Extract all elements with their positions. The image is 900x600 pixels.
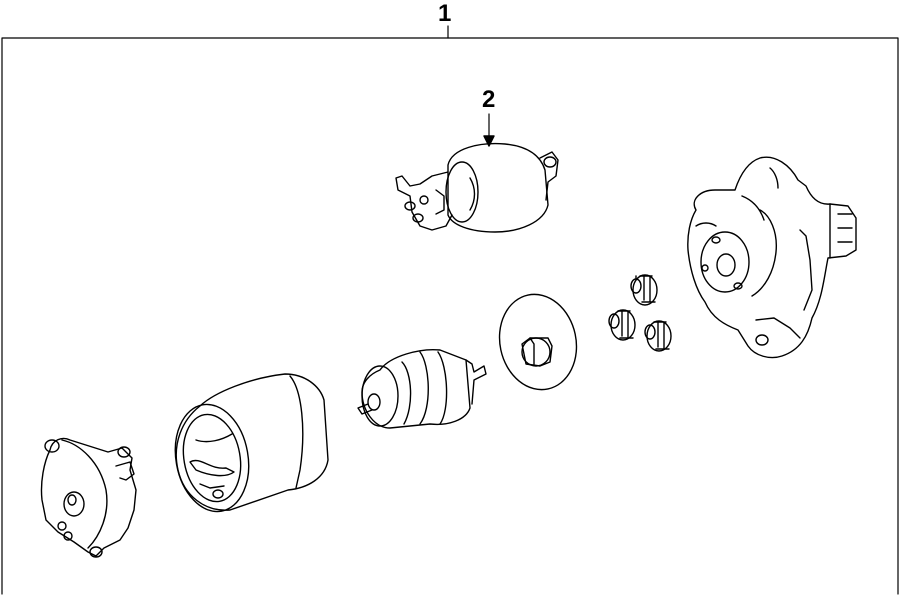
solenoid-switch[interactable] bbox=[395, 142, 559, 233]
planetary-gear-right[interactable] bbox=[644, 320, 672, 352]
callout-1-label[interactable]: 1 bbox=[438, 0, 452, 27]
planetary-gear-top[interactable] bbox=[630, 274, 658, 306]
armature[interactable] bbox=[357, 348, 487, 429]
end-frame[interactable] bbox=[40, 437, 137, 558]
assembly-bracket bbox=[1, 25, 899, 595]
drive-housing[interactable] bbox=[687, 156, 857, 359]
planetary-gear-left[interactable] bbox=[608, 309, 636, 341]
callout-2-label[interactable]: 2 bbox=[482, 86, 496, 113]
yoke-housing[interactable] bbox=[167, 373, 329, 517]
gear-plate[interactable] bbox=[491, 287, 585, 397]
callout-2-leader bbox=[483, 113, 495, 147]
